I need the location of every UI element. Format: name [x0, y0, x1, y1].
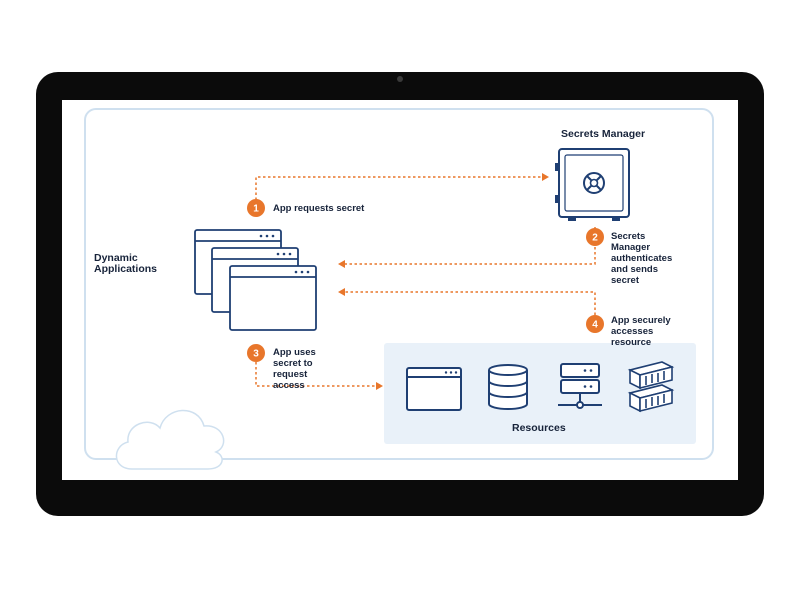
- step-badge-3: 3: [247, 344, 265, 362]
- resources-label: Resources: [512, 422, 566, 434]
- svg-text:4: 4: [592, 320, 598, 331]
- dynamic-applications-label: Dynamic Applications: [94, 252, 158, 275]
- arrowhead-left-icon: [338, 288, 345, 296]
- app-window-front: [229, 265, 317, 331]
- server-network-icon: [558, 363, 602, 409]
- arrowheads: [338, 173, 549, 390]
- connector-resource-to-app: [344, 291, 596, 315]
- svg-text:1: 1: [253, 204, 259, 215]
- svg-text:2: 2: [592, 233, 598, 244]
- step-badge-2: 2: [586, 228, 604, 246]
- connector-app-to-secrets: [255, 176, 543, 200]
- cloud-icon: [115, 409, 225, 470]
- connector-secrets-to-app: [344, 227, 596, 265]
- svg-text:3: 3: [253, 349, 259, 360]
- arrowhead-left-icon: [338, 260, 345, 268]
- step-2-label: Secrets Manager authenticates and sends …: [611, 231, 673, 286]
- arrowhead-right-icon: [542, 173, 549, 181]
- secrets-manager-label: Secrets Manager: [561, 128, 646, 140]
- database-icon: [488, 364, 528, 410]
- application-windows-icon: [194, 229, 317, 331]
- step-1-label: App requests secret: [273, 203, 365, 214]
- step-badge-4: 4: [586, 315, 604, 333]
- resource-window-icon: [406, 367, 462, 411]
- arrowhead-right-icon: [376, 382, 383, 390]
- vault-icon: [555, 148, 630, 221]
- step-badge-1: 1: [247, 199, 265, 217]
- step-4-label: App securely accesses resource: [611, 315, 671, 348]
- server-rack-icon: [627, 361, 675, 413]
- webcam-icon: [397, 76, 403, 82]
- step-3-label: App uses secret to request access: [273, 347, 316, 391]
